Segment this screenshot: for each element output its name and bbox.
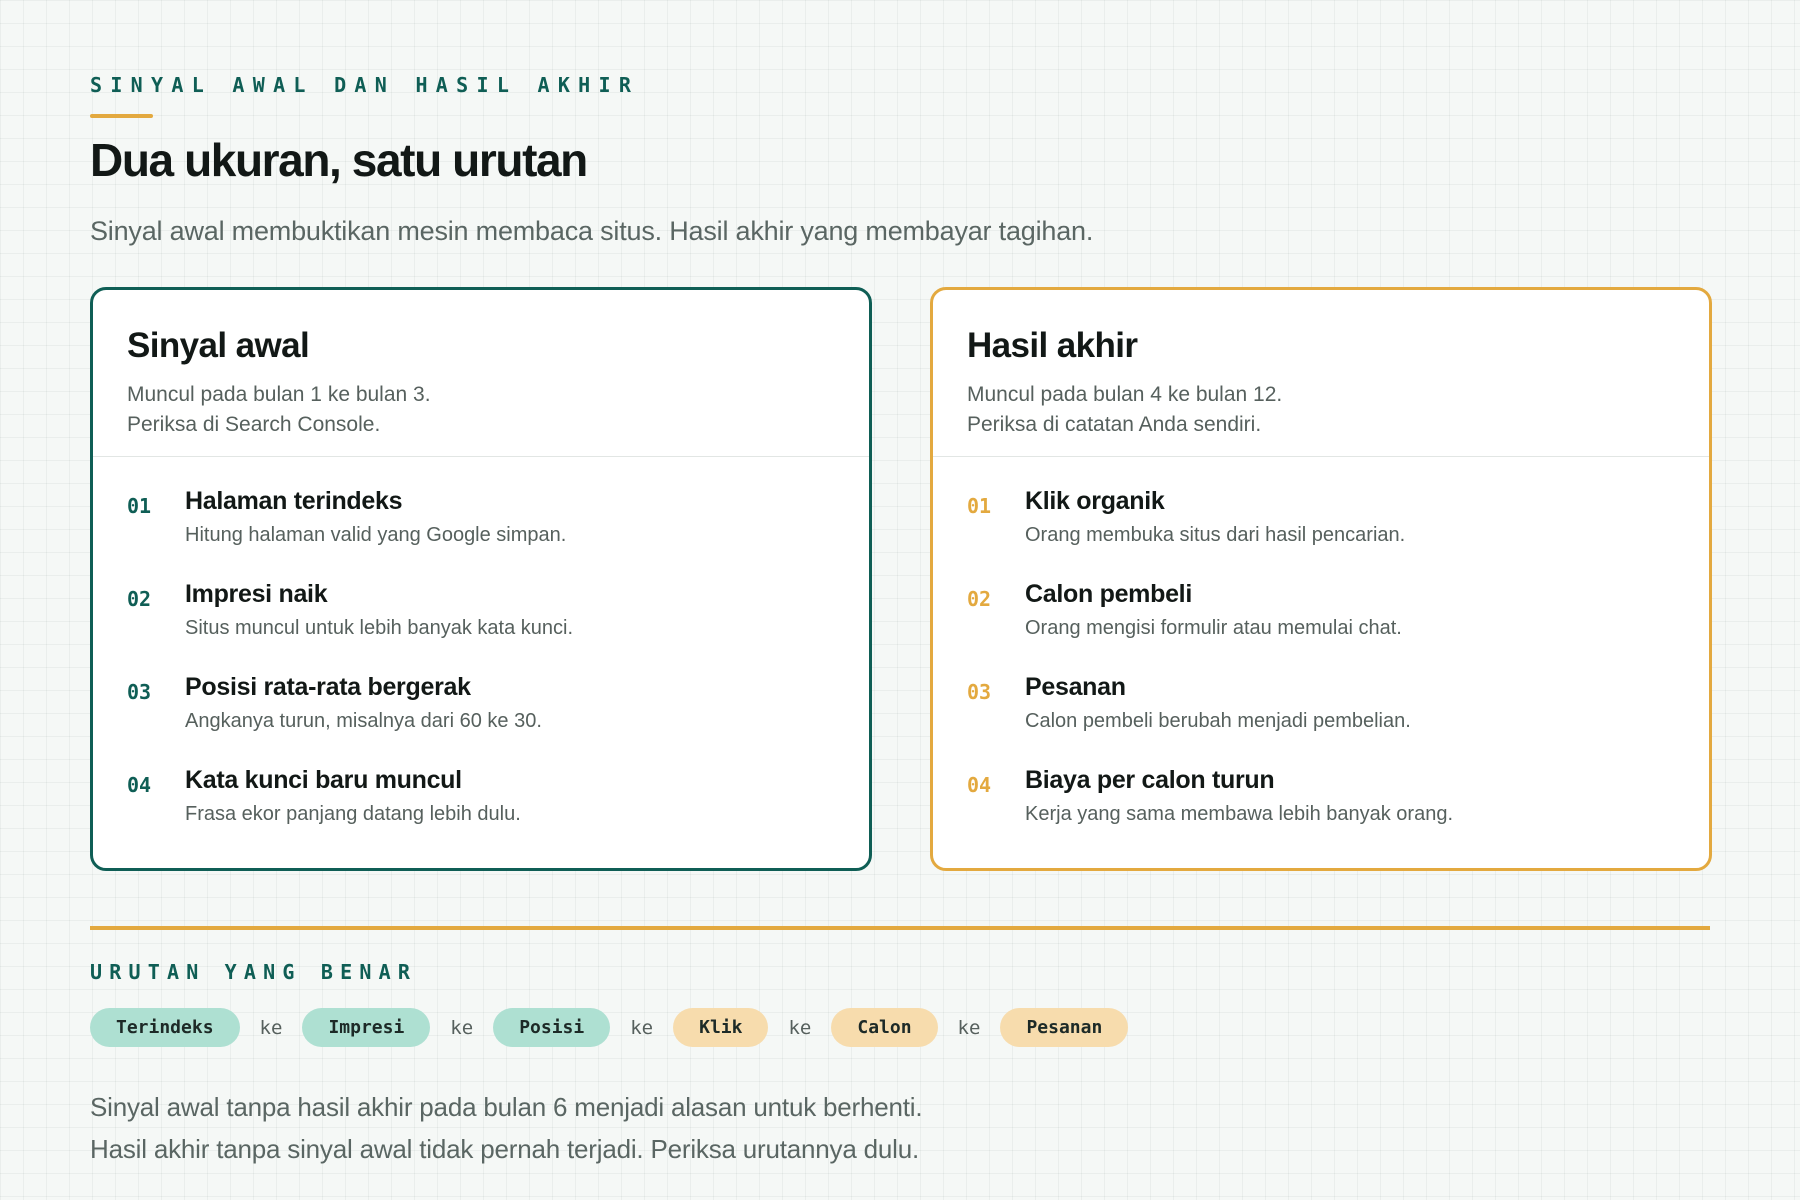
item-description: Kerja yang sama membawa lebih banyak ora…: [1025, 803, 1454, 825]
item-description: Orang membuka situs dari hasil pencarian…: [1025, 524, 1406, 546]
item-number: 04: [967, 773, 992, 797]
sequence-chip-pesanan: Pesanan: [1000, 1008, 1129, 1047]
card-title: Hasil akhir: [967, 326, 1138, 365]
item-number: 02: [967, 587, 992, 611]
section-divider: [90, 926, 1710, 930]
list-item: 03 Pesanan Calon pembeli berubah menjadi…: [967, 673, 1675, 766]
sequence-row: Terindeks ke Impresi ke Posisi ke Klik k…: [90, 1008, 1129, 1047]
item-body: Posisi rata-rata bergerak Angkanya turun…: [185, 673, 542, 766]
item-description: Angkanya turun, misalnya dari 60 ke 30.: [185, 710, 542, 732]
late-results-card: Hasil akhir Muncul pada bulan 4 ke bulan…: [930, 287, 1712, 871]
card-note-line: Periksa di Search Console.: [127, 413, 381, 436]
list-item: 04 Kata kunci baru muncul Frasa ekor pan…: [127, 766, 835, 859]
item-description: Situs muncul untuk lebih banyak kata kun…: [185, 617, 573, 639]
item-body: Pesanan Calon pembeli berubah menjadi pe…: [1025, 673, 1411, 766]
item-description: Hitung halaman valid yang Google simpan.: [185, 524, 567, 546]
sequence-separator: ke: [450, 1016, 474, 1039]
page-title: Dua ukuran, satu urutan: [90, 134, 588, 186]
closing-line: Hasil akhir tanpa sinyal awal tidak pern…: [90, 1134, 920, 1164]
card-note-line: Muncul pada bulan 4 ke bulan 12.: [967, 383, 1283, 406]
sequence-separator: ke: [788, 1016, 812, 1039]
item-title: Klik organik: [1025, 487, 1165, 515]
card-note-line: Periksa di catatan Anda sendiri.: [967, 413, 1262, 436]
early-signals-card: Sinyal awal Muncul pada bulan 1 ke bulan…: [90, 287, 872, 871]
list-item: 01 Klik organik Orang membuka situs dari…: [967, 487, 1675, 580]
item-title: Biaya per calon turun: [1025, 766, 1275, 794]
item-number: 01: [967, 494, 992, 518]
eyebrow-accent-rule: [90, 114, 153, 118]
card-note: Muncul pada bulan 1 ke bulan 3. Periksa …: [127, 380, 835, 440]
sequence-chip-klik: Klik: [673, 1008, 769, 1047]
item-number: 04: [127, 773, 152, 797]
list-item: 03 Posisi rata-rata bergerak Angkanya tu…: [127, 673, 835, 766]
card-header: Hasil akhir Muncul pada bulan 4 ke bulan…: [933, 290, 1709, 457]
list-item: 02 Calon pembeli Orang mengisi formulir …: [967, 580, 1675, 673]
sequence-separator: ke: [630, 1016, 654, 1039]
card-list: 01 Klik organik Orang membuka situs dari…: [933, 457, 1709, 859]
item-title: Impresi naik: [185, 580, 328, 608]
list-item: 01 Halaman terindeks Hitung halaman vali…: [127, 487, 835, 580]
item-body: Halaman terindeks Hitung halaman valid y…: [185, 487, 566, 580]
list-item: 02 Impresi naik Situs muncul untuk lebih…: [127, 580, 835, 673]
item-number: 03: [967, 680, 992, 704]
list-item: 04 Biaya per calon turun Kerja yang sama…: [967, 766, 1675, 859]
item-body: Kata kunci baru muncul Frasa ekor panjan…: [185, 766, 521, 859]
card-header: Sinyal awal Muncul pada bulan 1 ke bulan…: [93, 290, 869, 457]
item-body: Klik organik Orang membuka situs dari ha…: [1025, 487, 1405, 580]
item-title: Kata kunci baru muncul: [185, 766, 462, 794]
card-list: 01 Halaman terindeks Hitung halaman vali…: [93, 457, 869, 859]
item-body: Impresi naik Situs muncul untuk lebih ba…: [185, 580, 573, 673]
card-note: Muncul pada bulan 4 ke bulan 12. Periksa…: [967, 380, 1675, 440]
item-description: Calon pembeli berubah menjadi pembelian.: [1025, 710, 1411, 732]
sequence-separator: ke: [957, 1016, 981, 1039]
sequence-chip-calon: Calon: [831, 1008, 938, 1047]
closing-text: Sinyal awal tanpa hasil akhir pada bulan…: [90, 1086, 923, 1170]
item-body: Biaya per calon turun Kerja yang sama me…: [1025, 766, 1453, 859]
item-title: Pesanan: [1025, 673, 1126, 701]
item-description: Orang mengisi formulir atau memulai chat…: [1025, 617, 1402, 639]
item-title: Posisi rata-rata bergerak: [185, 673, 471, 701]
page-subtitle: Sinyal awal membuktikan mesin membaca si…: [90, 216, 1094, 246]
card-note-line: Muncul pada bulan 1 ke bulan 3.: [127, 383, 431, 406]
eyebrow-label: SINYAL AWAL DAN HASIL AKHIR: [90, 73, 640, 97]
item-number: 01: [127, 494, 152, 518]
card-title: Sinyal awal: [127, 326, 310, 365]
sequence-chip-terindeks: Terindeks: [90, 1008, 240, 1047]
sequence-chip-impresi: Impresi: [302, 1008, 431, 1047]
item-body: Calon pembeli Orang mengisi formulir ata…: [1025, 580, 1402, 673]
item-number: 03: [127, 680, 152, 704]
sequence-separator: ke: [259, 1016, 283, 1039]
closing-line: Sinyal awal tanpa hasil akhir pada bulan…: [90, 1092, 923, 1122]
item-title: Calon pembeli: [1025, 580, 1192, 608]
item-description: Frasa ekor panjang datang lebih dulu.: [185, 803, 521, 825]
item-title: Halaman terindeks: [185, 487, 403, 515]
item-number: 02: [127, 587, 152, 611]
sequence-label: URUTAN YANG BENAR: [90, 960, 418, 984]
sequence-chip-posisi: Posisi: [493, 1008, 611, 1047]
